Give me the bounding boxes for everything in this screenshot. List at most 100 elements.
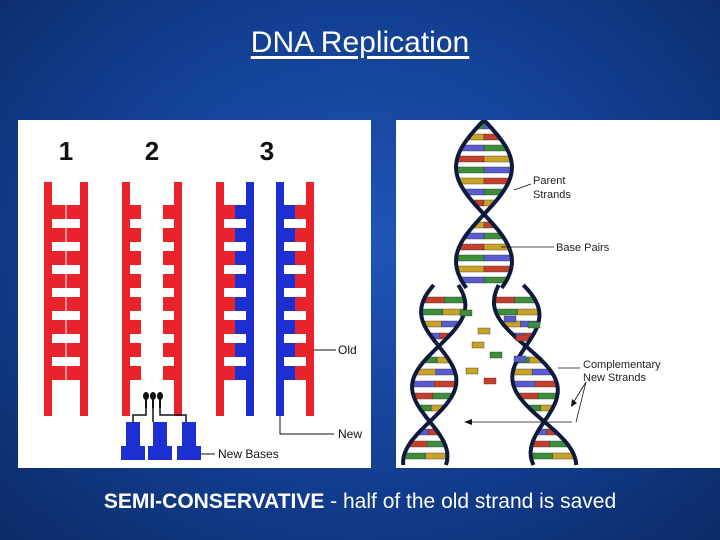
rung-old-half	[224, 228, 235, 242]
rung-old-half	[224, 297, 235, 311]
rung-old-half	[224, 274, 235, 288]
label-parent-1: Parent	[533, 175, 565, 187]
half-rung	[163, 251, 174, 265]
base-pair-half	[530, 452, 553, 460]
base-pair-half	[537, 392, 558, 400]
free-nucleotide	[471, 341, 485, 349]
new-bases-group: New Bases	[121, 392, 279, 461]
rung-old-half	[295, 297, 306, 311]
new-base-3	[177, 422, 201, 460]
half-rung	[130, 320, 141, 334]
ladder-original-dna	[44, 182, 88, 416]
page-title: DNA Replication	[250, 26, 470, 59]
free-nucleotide	[477, 327, 491, 335]
daughter-strand	[491, 284, 560, 466]
half-rung	[163, 366, 174, 380]
rung-new-half	[235, 343, 246, 357]
rung-old-half	[295, 320, 306, 334]
base-line-3	[159, 408, 187, 422]
half-rung	[130, 274, 141, 288]
daughter-strand	[401, 283, 459, 466]
label-complementary-2: New Strands	[583, 372, 646, 384]
ladder-svg: 1 2 3	[44, 136, 362, 461]
free-nucleotide	[483, 377, 497, 385]
base-pair-half	[483, 254, 513, 262]
half-rung	[163, 228, 174, 242]
base-pair-half	[512, 368, 533, 376]
base-pair-half	[455, 166, 485, 174]
half-rung	[130, 205, 141, 219]
rung-old-half	[295, 274, 306, 288]
base-pair-half	[455, 254, 485, 262]
half-rung	[163, 297, 174, 311]
strand-old	[216, 182, 224, 416]
free-nucleotide	[489, 351, 503, 359]
base-pair-half	[458, 177, 485, 185]
half-rung	[163, 320, 174, 334]
base-pair-half	[425, 452, 448, 460]
label-complementary-1: Complementary	[583, 359, 661, 371]
rung-old-half	[295, 343, 306, 357]
half-rung	[163, 274, 174, 288]
base-pair-half	[534, 380, 558, 388]
rung-old-half	[295, 251, 306, 265]
base-pair-half	[552, 452, 575, 460]
rung-new-half	[284, 205, 295, 219]
caption: SEMI-CONSERVATIVE - half of the old stra…	[0, 490, 720, 514]
caption-bold: SEMI-CONSERVATIVE	[103, 490, 325, 513]
base-pair-half	[483, 265, 512, 273]
base-pair-half	[517, 308, 540, 316]
half-rung	[130, 343, 141, 357]
complementary-arrow-1	[572, 381, 587, 404]
strand-right	[80, 182, 88, 416]
base-pair-half	[483, 166, 513, 174]
complementary-arrowhead-3	[464, 419, 472, 425]
rung-new-half	[284, 366, 295, 380]
base-arrow-2	[150, 392, 156, 408]
base-pair-half	[403, 452, 426, 460]
caption-text: - half of the old strand is saved	[324, 490, 617, 513]
half-rung	[130, 251, 141, 265]
base-pair-half	[456, 265, 485, 273]
label-new: New	[338, 427, 362, 441]
base-pair-half	[458, 243, 485, 251]
free-nucleotides	[459, 309, 541, 385]
rung-new-half	[284, 251, 295, 265]
free-nucleotide	[459, 309, 473, 317]
new-pointer	[279, 416, 334, 435]
strand-right	[174, 182, 182, 416]
rung-old-half	[295, 205, 306, 219]
complementary-arrowhead-1	[571, 399, 577, 407]
base-arrow-3	[157, 392, 163, 408]
rung-old-half	[224, 205, 235, 219]
rung-new-half	[235, 251, 246, 265]
base-pair-half	[420, 308, 443, 316]
base-pair-half	[456, 155, 485, 163]
base-pair-half	[444, 296, 466, 304]
rung-new-half	[284, 297, 295, 311]
rung-new-half	[235, 320, 246, 334]
strand-left	[44, 182, 52, 416]
label-new-bases: New Bases	[218, 447, 279, 461]
rung-old-half	[224, 251, 235, 265]
rung-old-half	[295, 228, 306, 242]
replication-helix-diagram: Parent Strands Base Pairs Complementary …	[396, 118, 720, 468]
complementary-arrow-2	[575, 381, 587, 423]
parent-strand-a	[453, 118, 515, 290]
parent-pointer	[513, 183, 532, 191]
rung-old-half	[224, 366, 235, 380]
rung-new-half	[284, 320, 295, 334]
helix-base-pairs	[403, 122, 575, 460]
step-label-1: 1	[59, 136, 73, 166]
base-pair-half	[512, 380, 536, 388]
base-pair-half	[495, 308, 518, 316]
strand-new	[246, 182, 254, 416]
label-parent-2: Strands	[533, 189, 571, 201]
ladder-replicated-dna	[216, 182, 314, 416]
strand-old	[306, 182, 314, 416]
half-rung	[163, 343, 174, 357]
rung-new-half	[284, 343, 295, 357]
helix-svg: Parent Strands Base Pairs Complementary …	[401, 118, 661, 466]
base-pair-half	[493, 296, 515, 304]
ladder-separated-strands	[122, 182, 182, 416]
